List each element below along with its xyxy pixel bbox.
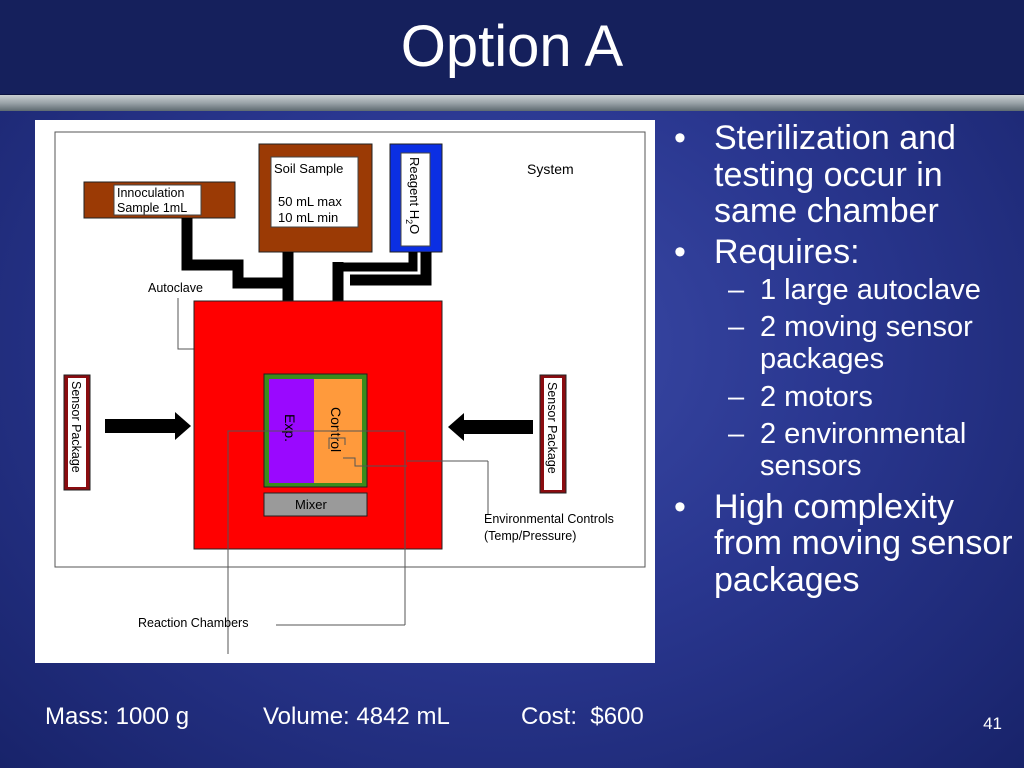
sub-bullet-text: 2 moving sensor packages — [760, 311, 973, 376]
title-bar — [0, 0, 1024, 95]
bullet-text: Sterilization and testing occur in same … — [714, 119, 956, 231]
soil-line1: Soil Sample — [274, 161, 343, 176]
sensor-package-left-inner — [68, 378, 86, 487]
inoculation-sample-inner — [113, 184, 202, 216]
sub-bullet-item: –2 motors — [728, 380, 873, 413]
soil-line2: 50 mL max — [278, 194, 342, 209]
control-wire — [328, 437, 346, 449]
reagent-inner — [400, 152, 431, 247]
reagent-pipe — [350, 252, 432, 286]
sensor-arrow-right-shaft — [464, 420, 533, 434]
sub-bullet-item: –2 moving sensor packages — [728, 311, 973, 376]
diagram-svg: System Innoculation Sample 1mL Soil Samp… — [54, 131, 646, 654]
reaction-chamber-leader — [227, 430, 406, 654]
env-controls-line2: (Temp/Pressure) — [484, 529, 576, 543]
sensor-package-right-inner — [544, 378, 562, 490]
sensor-arrow-right-head — [448, 413, 464, 441]
autoclave-label: Autoclave — [148, 281, 203, 295]
soil-sample-inner — [270, 156, 359, 228]
sensor-arrow-left-head — [175, 412, 191, 440]
system-frame — [54, 131, 646, 568]
reagent-pipe-2 — [338, 252, 418, 272]
bullet-text: High complexity from moving sensor packa… — [714, 487, 1013, 599]
mass-label: Mass: 1000 g — [45, 703, 190, 730]
bullet-item: •Requires: — [674, 233, 860, 272]
soil-line3: 10 mL min — [278, 210, 338, 225]
sub-bullet-text: 1 large autoclave — [760, 273, 981, 306]
sub-bullet-item: –2 environmental sensors — [728, 418, 967, 482]
page-number: 41 — [983, 714, 1002, 733]
sensor-arrow-left-shaft — [105, 419, 175, 433]
volume-label: Volume: 4842 mL — [263, 703, 450, 730]
mixer-label: Mixer — [295, 497, 327, 512]
cost-label: Cost: $600 — [521, 703, 644, 730]
inoculation-line2: Sample 1mL — [117, 201, 187, 215]
sub-bullet-item: –1 large autoclave — [728, 273, 981, 306]
bullet-text: Requires: — [714, 233, 860, 272]
bullet-item: •High complexity from moving sensor pack… — [674, 487, 1013, 599]
control-label: Control — [328, 407, 344, 452]
system-label: System — [527, 161, 574, 177]
sensor-right-label: Sensor Package — [545, 382, 559, 474]
slide-title: Option A — [400, 14, 624, 79]
reaction-chambers-label: Reaction Chambers — [138, 616, 248, 630]
system-diagram: System Innoculation Sample 1mL Soil Samp… — [35, 120, 655, 663]
mixer-box — [263, 492, 368, 517]
sensor-left-label: Sensor Package — [69, 381, 83, 473]
reagent-label: Reagent H2O — [404, 157, 422, 234]
sub-bullet-text: 2 environmental sensors — [760, 418, 967, 482]
control-wire-2 — [343, 457, 407, 467]
title-divider — [0, 95, 1024, 111]
sub-bullet-text: 2 motors — [760, 380, 873, 413]
exp-label: Exp. — [282, 414, 298, 442]
env-controls-line1: Environmental Controls — [484, 512, 614, 526]
inoculation-line1: Innoculation — [117, 186, 184, 200]
bullet-item: •Sterilization and testing occur in same… — [674, 119, 956, 231]
bullet-list: •Sterilization and testing occur in same… — [672, 120, 1017, 603]
